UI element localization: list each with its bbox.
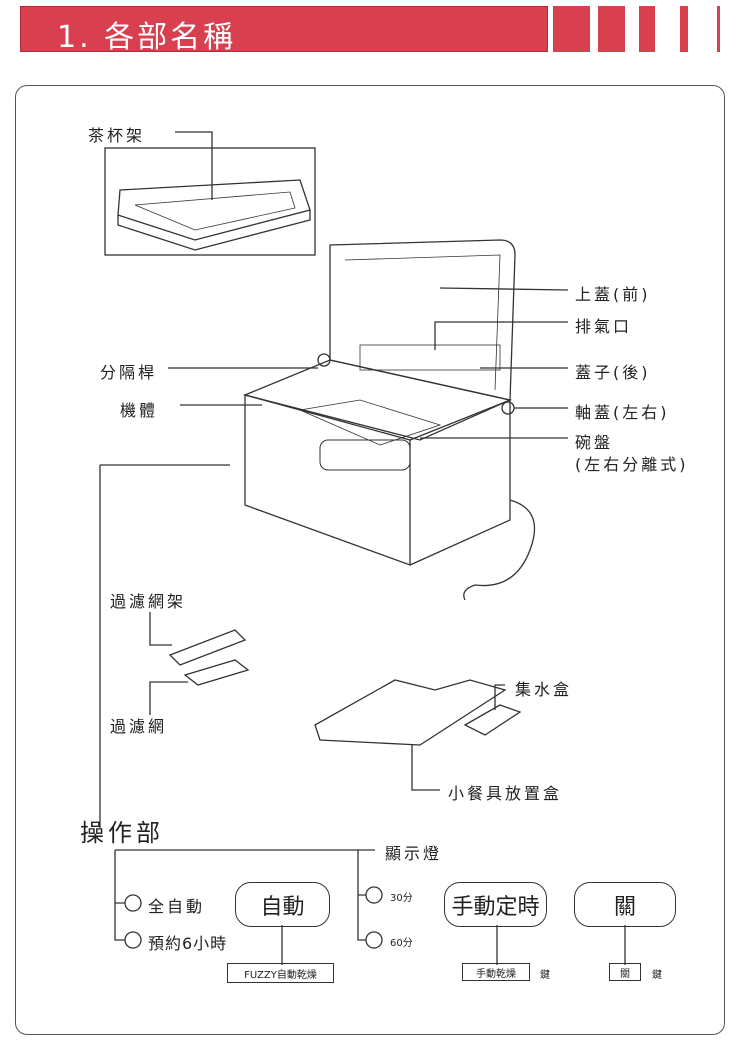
tea-rack-frame: [104, 147, 316, 256]
header-stripe: [680, 6, 688, 52]
indicator-full-auto: 全自動: [148, 897, 206, 916]
label-divider: 分隔桿: [100, 363, 158, 382]
manual-timer-button[interactable]: 手動定時: [444, 882, 547, 927]
dish-rack: [298, 399, 442, 446]
machine-side: [409, 399, 511, 566]
exhaust-vent: [359, 344, 501, 371]
indicator-60min: 60分: [390, 938, 413, 949]
top-lid: [329, 239, 516, 401]
label-hinge-cover: 軸蓋(左右): [575, 403, 670, 422]
indicator-30min: 30分: [390, 893, 413, 904]
utensil-box: [314, 679, 507, 746]
label-exhaust: 排氣口: [575, 317, 633, 336]
indicator-6h: 預約6小時: [148, 934, 228, 953]
auto-button[interactable]: 自動: [235, 882, 330, 927]
label-filter: 過濾網: [110, 717, 168, 736]
power-cord: [463, 499, 536, 601]
tag-off: 關: [609, 963, 641, 981]
control-panel: [319, 439, 411, 471]
label-filter-holder: 過濾網架: [110, 592, 187, 611]
section-header: 1. 各部名稱: [20, 6, 548, 55]
section-title: 1. 各部名稱: [57, 20, 237, 55]
label-dish-rack: 碗盤: [575, 433, 614, 452]
header-stripe: [639, 6, 655, 52]
label-indicator: 顯示燈: [385, 844, 443, 863]
label-dish-rack-note: (左右分離式): [575, 455, 689, 474]
tag-fuzzy-auto: FUZZY自動乾燥: [227, 963, 334, 983]
machine-top: [242, 359, 513, 441]
label-lid-back: 蓋子(後): [575, 363, 651, 382]
label-utensil-box: 小餐具放置盒: [448, 784, 563, 803]
controls-title: 操作部: [80, 819, 164, 847]
machine-front: [244, 394, 411, 566]
filter-holder: [168, 629, 247, 666]
filter: [183, 659, 250, 686]
label-water-tray: 集水盒: [515, 680, 573, 699]
header-stripe: [717, 6, 720, 52]
key-label: 鍵: [540, 970, 550, 981]
tea-rack-tray: [117, 179, 311, 241]
key-label: 鍵: [652, 970, 662, 981]
label-tea-rack: 茶杯架: [88, 126, 146, 145]
tag-manual-dry: 手動乾燥: [462, 963, 530, 981]
header-stripe: [553, 6, 590, 52]
header-stripe: [598, 6, 625, 52]
label-body: 機體: [120, 401, 159, 420]
label-top-lid-front: 上蓋(前): [575, 285, 651, 304]
water-tray: [463, 704, 522, 736]
off-button[interactable]: 關: [574, 882, 676, 927]
diagram-frame: [15, 85, 725, 1035]
